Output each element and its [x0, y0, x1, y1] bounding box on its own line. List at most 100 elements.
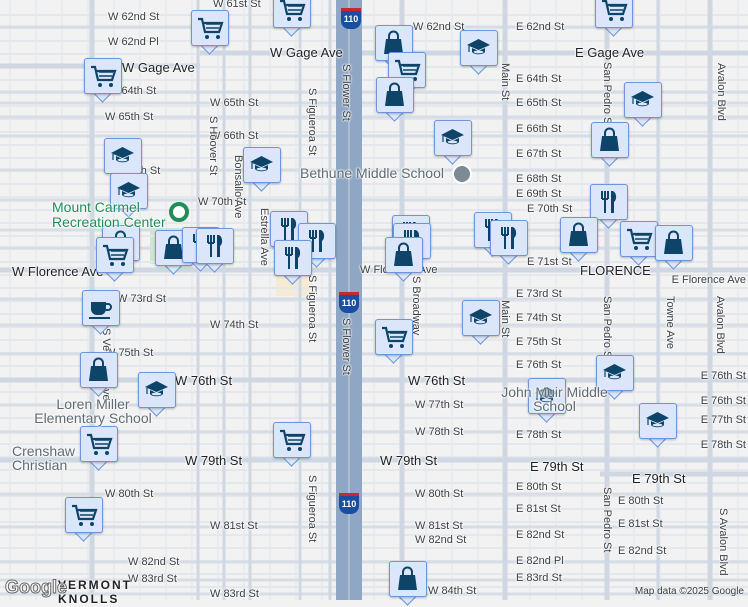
shopping-bag-icon [664, 230, 683, 254]
map-marker-cart[interactable] [595, 0, 633, 38]
google-logo[interactable]: Google [5, 577, 68, 598]
street-label: E Florence Ave [671, 274, 746, 286]
street-label: W 80th St [105, 488, 154, 500]
interstate-110-shield: 110 [339, 292, 359, 313]
poi-bethune-middle-school[interactable]: Bethune Middle School [300, 165, 444, 181]
shopping-cart-icon [91, 65, 117, 87]
map-marker-fork[interactable] [490, 220, 528, 266]
map-marker-cap[interactable] [596, 355, 634, 401]
street-label: E 76th St [700, 395, 746, 407]
school-pin-icon[interactable] [452, 164, 472, 184]
poi-john-muir-middle-school[interactable]: John Muir Middle School [501, 384, 608, 414]
street-label: W 61st St [210, 0, 258, 2]
street-label: E 64th St [516, 73, 562, 85]
map-marker-bag[interactable] [385, 237, 423, 283]
street-label: E 76th St [700, 370, 746, 382]
street-label: San Pedro St [601, 487, 613, 553]
graduation-cap-icon [646, 412, 669, 428]
street-label: E 71st St [527, 256, 572, 268]
map-marker-cart[interactable] [80, 426, 118, 472]
map-marker-bag[interactable] [389, 561, 427, 607]
graduation-cap-icon [111, 147, 134, 163]
map-marker-cart[interactable] [191, 10, 229, 56]
map-marker-cap[interactable] [528, 378, 566, 424]
street-label: Main St [499, 63, 511, 101]
shopping-bag-icon [600, 127, 619, 151]
map-marker-cart[interactable] [65, 497, 103, 543]
marker-box [274, 240, 312, 276]
map-marker-cap[interactable] [639, 403, 677, 449]
street-label: W 82nd St [128, 556, 180, 568]
map-marker-cart[interactable] [273, 0, 311, 38]
street-label: W 82nd St [415, 534, 467, 546]
shopping-cart-icon [72, 504, 98, 526]
map-marker-fork[interactable] [274, 240, 312, 286]
map-marker-cart[interactable] [84, 58, 122, 104]
map-marker-bag[interactable] [560, 217, 598, 263]
street-label: W 62nd Pl [108, 36, 159, 48]
street-label: E 76th St [516, 359, 562, 371]
park-pin-icon[interactable] [169, 202, 189, 222]
fork-knife-icon [309, 230, 325, 252]
map-marker-bag[interactable] [80, 352, 118, 398]
shopping-bag-icon [164, 235, 183, 259]
street-label: E 78th St [700, 439, 746, 451]
map-marker-cart[interactable] [273, 422, 311, 468]
map-marker-fork[interactable] [196, 228, 234, 274]
graduation-cap-icon [603, 364, 626, 380]
street-label: W 78th St [415, 426, 464, 438]
map-marker-cart[interactable] [375, 319, 413, 365]
shopping-bag-icon [569, 222, 588, 246]
marker-box [490, 220, 528, 256]
street-label: W 84th St [428, 585, 477, 597]
street-label: W 65th St [105, 111, 154, 123]
street-label: W Gage Ave [270, 45, 343, 60]
street-label: S Figueroa St [306, 88, 318, 156]
map-marker-cap[interactable] [460, 30, 498, 76]
map-marker-cap[interactable] [243, 147, 281, 193]
map-attribution[interactable]: Map data ©2025 Google [634, 586, 744, 597]
interstate-110-shield: 110 [339, 493, 359, 514]
street-label: W 73rd St [117, 293, 166, 305]
interstate-110-shield: 110 [341, 8, 361, 29]
street-label: E 82nd Pl [516, 555, 564, 567]
map-marker-cap[interactable] [104, 138, 142, 184]
shopping-cart-icon [103, 244, 129, 266]
map-marker-cap[interactable] [138, 372, 176, 418]
map-marker-cap[interactable] [110, 173, 148, 219]
street-label: FLORENCE [580, 263, 651, 278]
graduation-cap-icon [145, 381, 168, 397]
shopping-cart-icon [627, 228, 653, 250]
map-marker-fork[interactable] [590, 184, 628, 230]
map-marker-cup[interactable] [82, 290, 120, 336]
street-label: W 66th St [210, 130, 259, 142]
graduation-cap-icon [469, 309, 492, 325]
street-label: E 61st St [516, 0, 561, 2]
street-label: E 82nd St [618, 545, 667, 557]
map-marker-bag[interactable] [376, 77, 414, 123]
street-label: W 76th St [175, 373, 233, 388]
street-label: E 80th St [516, 481, 562, 493]
marker-box [590, 184, 628, 220]
map-marker-cap[interactable] [462, 300, 500, 346]
shopping-bag-icon [384, 30, 403, 54]
street-label: W 79th St [380, 453, 438, 468]
street-label: E 67th St [516, 148, 562, 160]
marker-box [84, 58, 122, 94]
street-label: W 62nd St [413, 21, 465, 33]
street-label: E Gage Ave [575, 45, 645, 60]
shopping-cart-icon [280, 0, 306, 21]
shopping-cart-icon [198, 17, 224, 39]
fork-knife-icon [207, 235, 223, 257]
poi-loren-miller-elementary[interactable]: Loren Miller Elementary School [34, 396, 152, 426]
map-marker-cart[interactable] [96, 237, 134, 283]
map-marker-cart[interactable] [620, 221, 658, 267]
map-marker-cap[interactable] [624, 82, 662, 128]
poi-crenshaw-christian-center[interactable]: Crenshaw Christian Center [12, 444, 76, 472]
poi-mount-carmel-recreation-center[interactable]: Mount Carmel Recreation Center [52, 199, 166, 230]
street-label: San Pedro St [601, 296, 613, 362]
map-marker-bag[interactable] [591, 122, 629, 168]
street-label: S Avalon Blvd [717, 508, 729, 576]
map-marker-cap[interactable] [434, 120, 472, 166]
map-marker-bag[interactable] [655, 225, 693, 271]
